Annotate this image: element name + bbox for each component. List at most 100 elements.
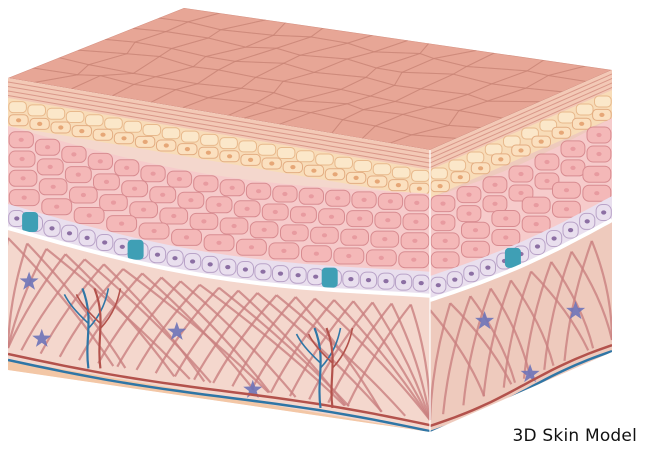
basal-cell-nucleus [452,277,458,282]
spinous-cell-nucleus [216,240,222,245]
basal-cell-nucleus [190,259,196,264]
spinous-cell-nucleus [563,207,570,212]
spinous-cell-nucleus [357,216,363,221]
spinous-cell-nucleus [132,186,138,191]
spinous-cell-nucleus [321,233,328,238]
granular-cell-nucleus [579,121,585,126]
spinous-cell-nucleus [378,255,384,260]
granular-cell-nucleus [163,143,169,148]
granular-cell [594,95,612,108]
corneum-line [430,73,612,155]
granular-cell [484,143,503,156]
corneum-line [8,90,430,164]
basal-cell-nucleus [277,271,284,276]
basal-cell-nucleus [172,256,178,261]
spinous-cell-nucleus [440,220,446,225]
spinous-cell-nucleus [361,197,367,202]
spinous-cell-nucleus [387,199,393,204]
spinous-cell-nucleus [413,219,419,224]
collagen-fiber [530,270,590,351]
spinous-cell-nucleus [594,172,600,177]
collagen-fiber [314,297,430,421]
basement-membrane [8,226,430,298]
collagen-fiber [8,237,10,349]
granular-cell-nucleus [290,165,296,170]
granular-cell-nucleus [353,175,359,180]
spinous-cell-nucleus [382,237,388,242]
granular-cell-nucleus [205,150,211,155]
melanocyte [127,239,144,260]
spinous-cell-nucleus [272,209,278,215]
granular-cell-nucleus [184,147,190,152]
basal-cell-nucleus [260,269,266,274]
collagen-fiber [160,276,271,394]
granular-cell-nucleus [599,112,605,117]
granular-cell-nucleus [437,184,443,189]
collagen-fiber [346,303,412,407]
fibroblast-icon [243,379,263,398]
collagen-fiber [78,272,144,361]
collagen-fiber [333,299,430,421]
capillary-icon [75,294,101,324]
spinous-cell-nucleus [229,185,235,190]
collagen-fiber [8,237,115,367]
capillary-icon [99,288,122,329]
collagen-fiber [308,301,374,400]
spinous-cell-nucleus [518,190,524,196]
granular-cell-nucleus [79,129,85,134]
granular-cell [180,130,200,143]
basement-membrane [430,218,612,302]
spinous-cell-nucleus [570,165,576,170]
granular-cell-nucleus [58,125,64,130]
spinous-cell-nucleus [335,196,341,201]
granular-cell [161,127,181,140]
basal-cell-nucleus [313,274,319,279]
granular-cell [466,151,485,164]
spinous-cell-nucleus [86,213,92,218]
spinous-cell-nucleus [110,200,117,205]
spinous-cell-nucleus [171,213,177,219]
spinous-cell-nucleus [503,235,509,240]
spinous-cell-nucleus [596,151,602,157]
spinous-cell-nucleus [518,171,524,177]
collagen-fiber [462,288,492,406]
collagen-fiber [275,294,407,417]
melanocyte [22,212,39,232]
capillary-icon [87,288,110,329]
granular-cell [85,114,104,127]
granular-cell-nucleus [332,172,338,177]
spinous-cell-nucleus [544,159,550,165]
granular-cell [238,140,257,153]
basal-cell-nucleus [154,252,161,257]
basal-cell-nucleus [418,281,424,286]
collagen-fiber [563,240,593,362]
granular-cell [430,167,448,180]
basal-cell-nucleus [551,236,557,241]
granular-cell-nucleus [538,139,544,144]
basal-cell-nucleus [568,228,574,233]
spinous-cell-nucleus [492,201,498,206]
basal-cell-nucleus [383,279,389,284]
collagen-fiber [64,253,176,378]
granular-cell [27,104,46,117]
corneum-line [430,82,612,164]
spinous-cell-nucleus [21,195,27,200]
collagen-fiber [510,279,555,366]
granular-cell-nucleus [416,186,422,191]
granular-cell [539,119,558,132]
collagen-fiber [327,302,393,404]
basal-cell-nucleus [365,278,372,283]
fibroblast-icon [566,301,586,320]
spinous-cell-nucleus [19,156,25,162]
granular-cell-nucleus [498,157,504,162]
diagram-caption: 3D Skin Model [512,426,637,446]
fibroblast-icon [167,321,187,340]
capillary-icon [295,333,322,364]
collagen-fiber [449,302,513,385]
surface-cell [548,65,612,82]
stratum-corneum [430,70,612,170]
basal-cell-nucleus [401,280,407,285]
granular-cell [575,103,594,116]
granular-cell [296,150,315,163]
